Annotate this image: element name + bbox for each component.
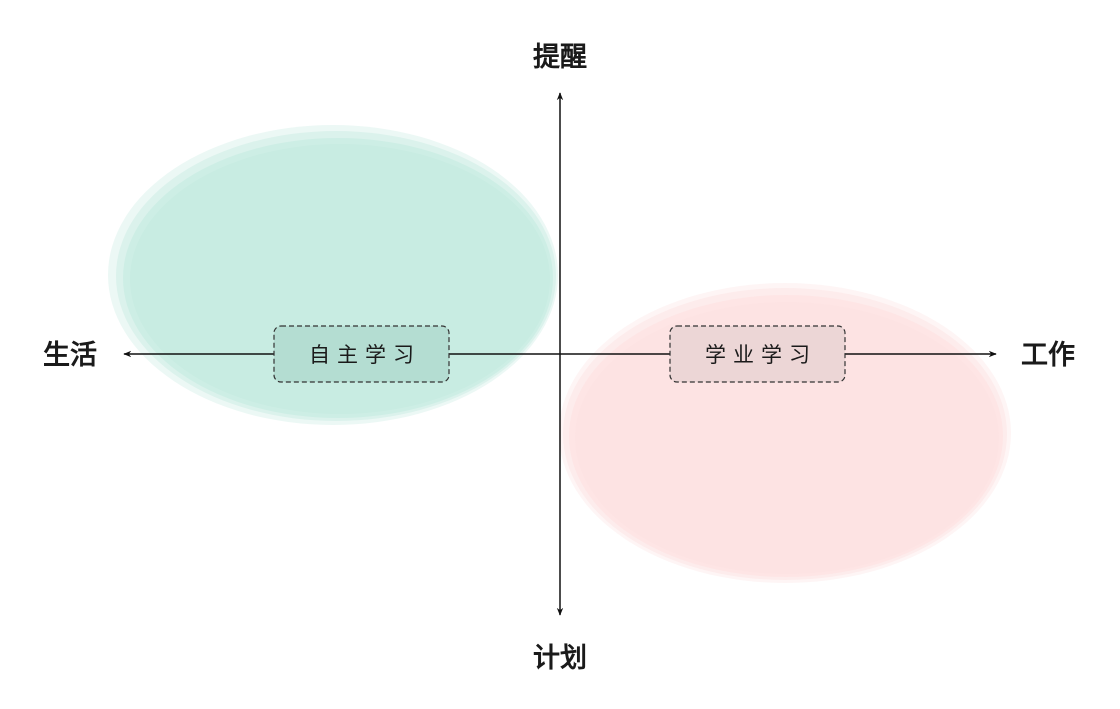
region-left-box: 自主学习 — [273, 325, 450, 383]
axis-label-left: 生活 — [43, 340, 97, 371]
region-right-box: 学业学习 — [669, 325, 846, 383]
region-left-label: 自主学习 — [309, 343, 421, 367]
region-right-box-frame — [669, 325, 846, 383]
axis-label-top: 提醒 — [533, 42, 587, 73]
region-right-label: 学业学习 — [705, 343, 817, 367]
axis-label-bottom: 计划 — [533, 643, 587, 674]
axis-label-right: 工作 — [1021, 340, 1075, 371]
region-left-box-frame — [273, 325, 450, 383]
